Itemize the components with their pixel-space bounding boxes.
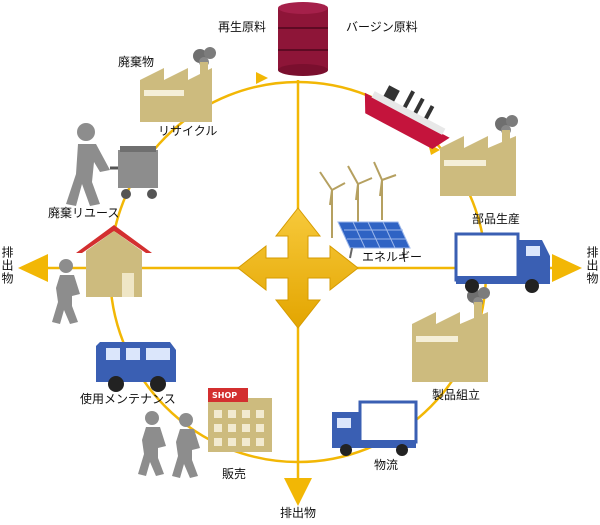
- label-virgin-material: バージン原料: [346, 20, 418, 34]
- shop-sign-text: SHOP: [212, 391, 237, 400]
- label-emission-bottom: 排出物: [280, 506, 317, 520]
- center-cross-arrow: [237, 207, 359, 329]
- label-emission-left: 排出物: [0, 246, 14, 285]
- person-icon: [52, 259, 80, 324]
- truck-icon: [454, 232, 550, 293]
- label-waste: 廃棄物: [118, 55, 155, 69]
- shop-building-icon: [208, 388, 272, 452]
- factory-icon: [140, 47, 216, 122]
- emission-arrow-right: [552, 254, 582, 282]
- person-icon: [172, 413, 200, 478]
- label-recycled-material: 再生原料: [218, 20, 267, 34]
- label-recycle: リサイクル: [158, 124, 218, 138]
- ship-icon: [364, 85, 450, 149]
- drum-icon: [278, 2, 328, 76]
- cycle-arrow-top: [256, 72, 268, 84]
- label-parts-production: 部品生産: [472, 212, 521, 226]
- solar-panel-icon: [337, 221, 411, 259]
- house-icon: [76, 225, 152, 297]
- person-icon: [138, 411, 166, 476]
- label-use-maintenance: 使用メンテナンス: [80, 392, 176, 406]
- emission-arrow-left: [18, 254, 48, 282]
- person-with-cart-icon: [66, 123, 158, 206]
- label-sales: 販売: [222, 467, 247, 481]
- label-logistics: 物流: [374, 458, 399, 472]
- factory-icon: [440, 115, 518, 196]
- label-product-assembly: 製品組立: [432, 388, 481, 402]
- factory-icon: [412, 287, 490, 382]
- label-energy: エネルギー: [362, 250, 423, 264]
- wind-turbine-icon: [319, 161, 397, 238]
- label-emission-right: 排出物: [585, 246, 599, 285]
- van-icon: [96, 342, 176, 392]
- emission-arrow-bottom: [284, 478, 312, 506]
- truck-icon: [332, 400, 418, 456]
- label-waste-reuse: 廃棄リユース: [48, 206, 120, 220]
